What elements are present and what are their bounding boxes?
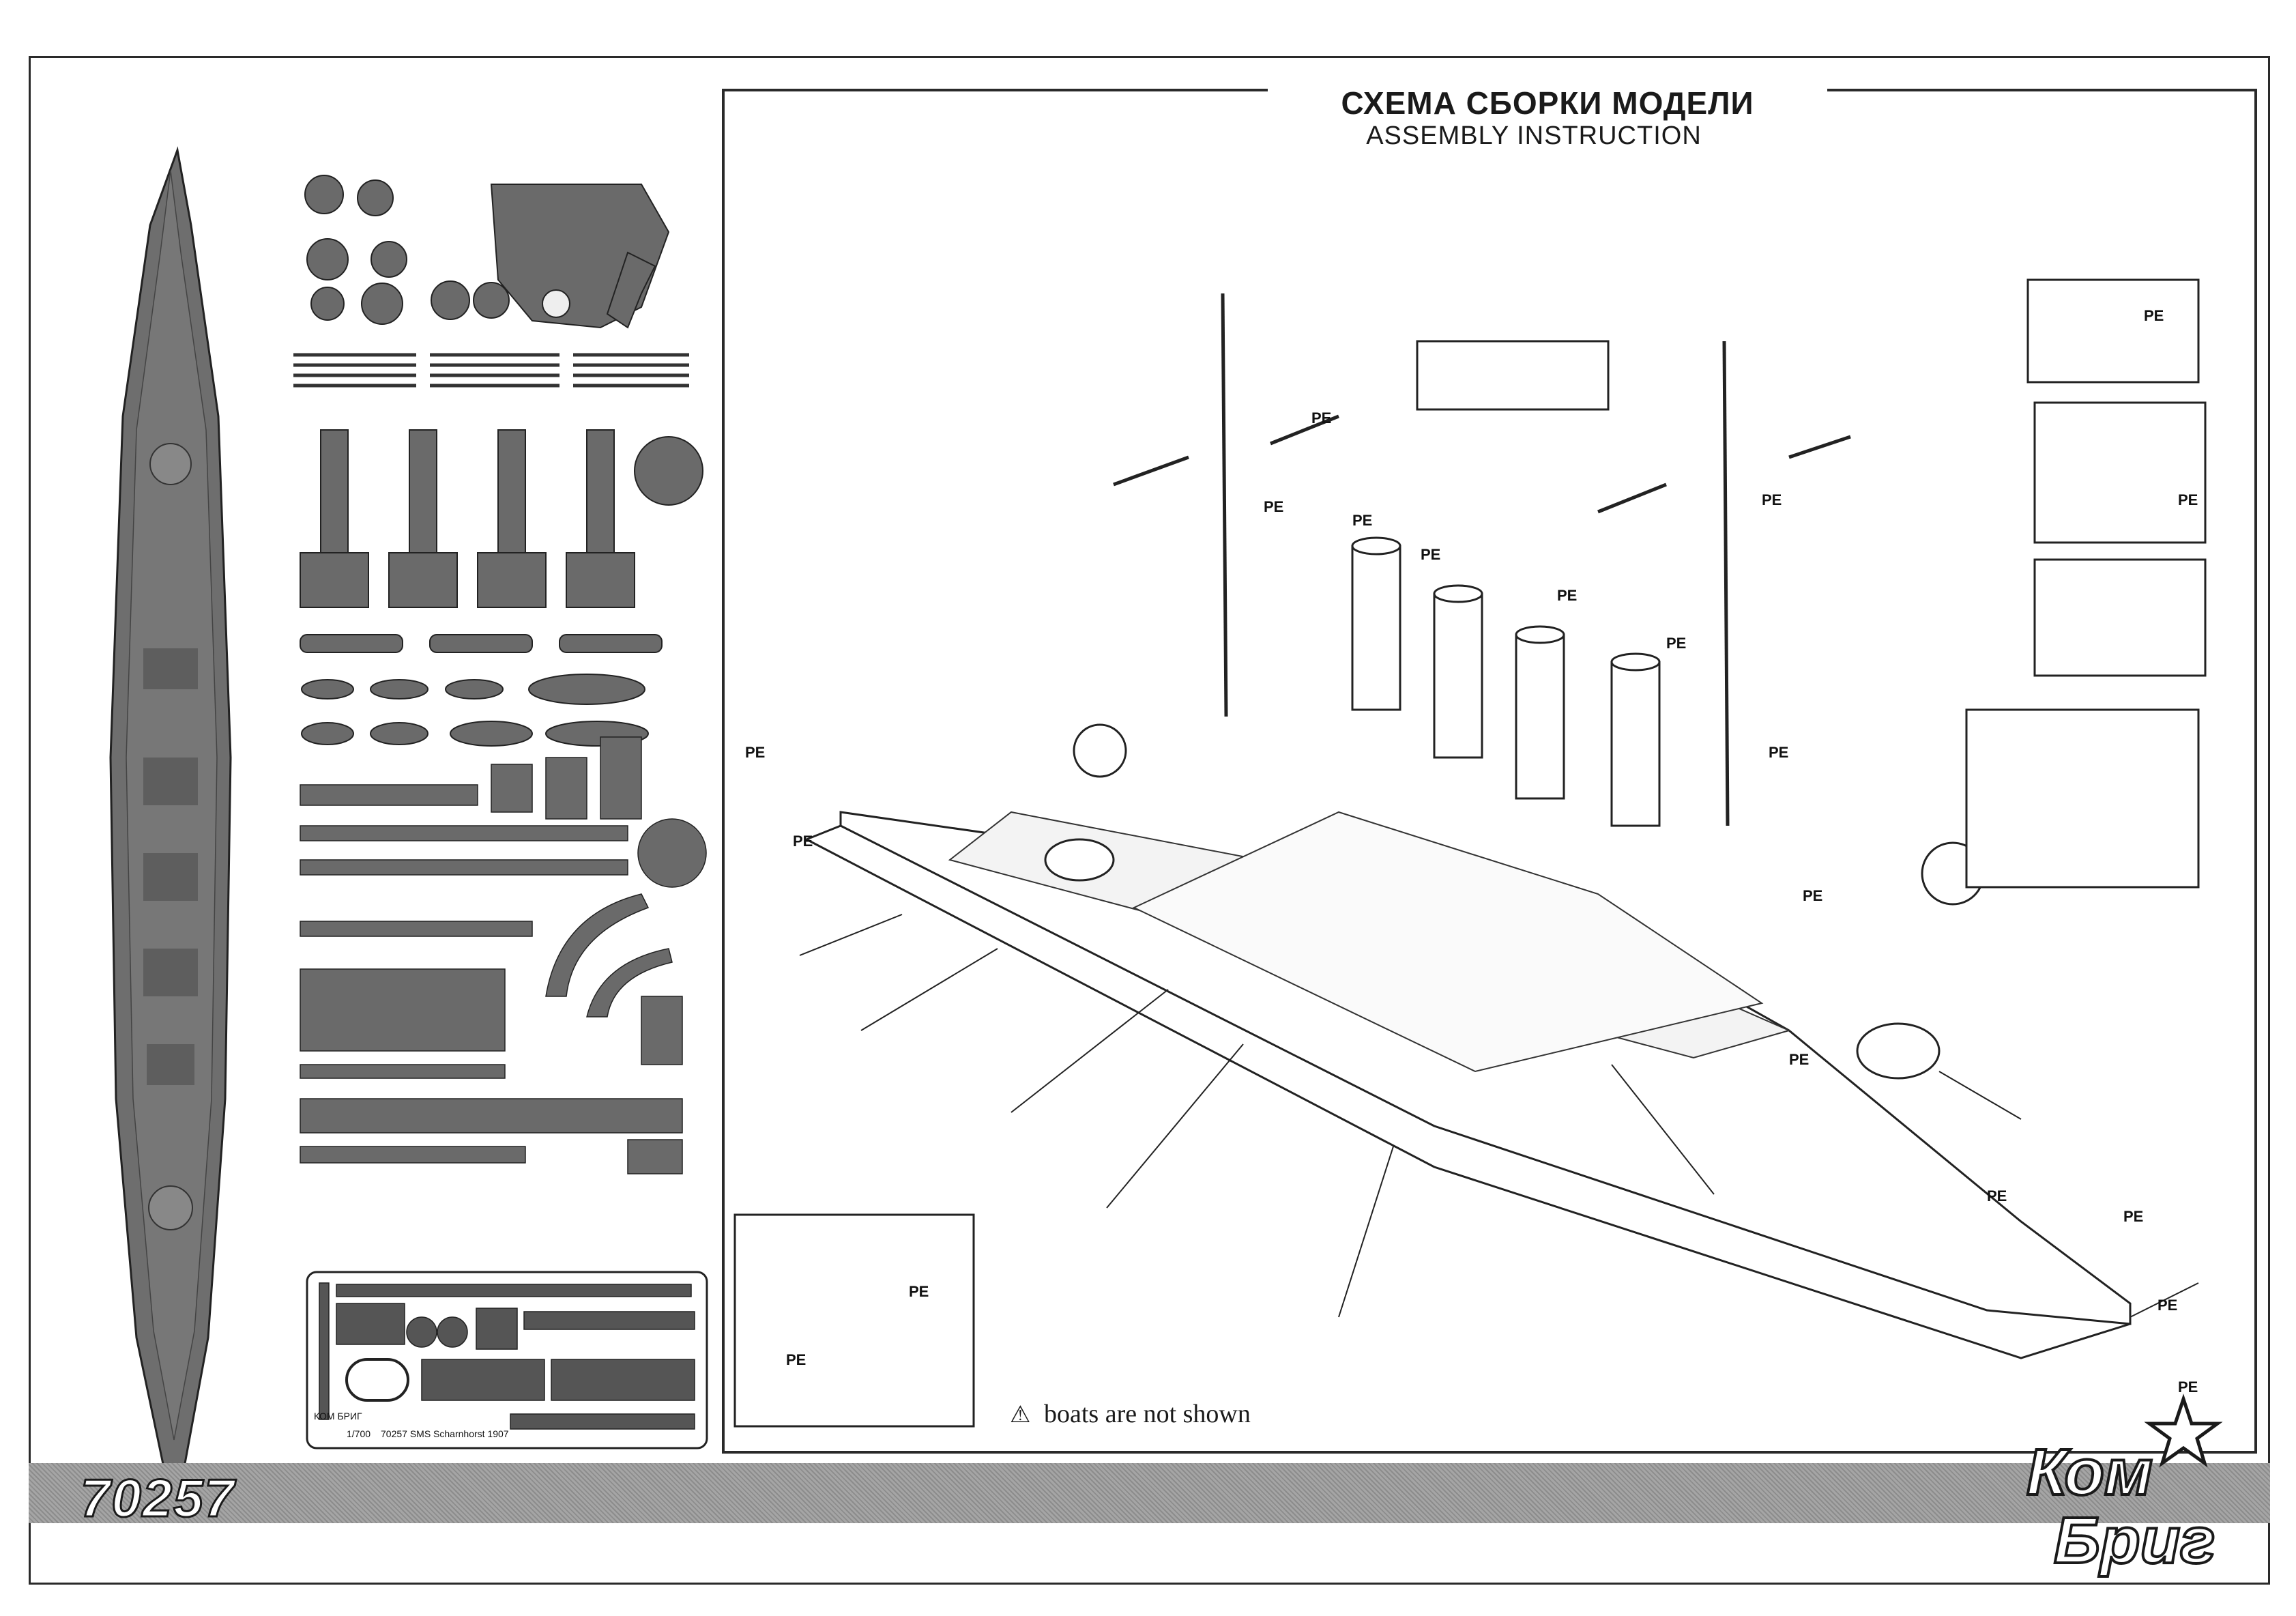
warning-triangle-icon: ⚠ [1010, 1401, 1031, 1428]
photo-etch-fret: 1/700 70257 SMS Scharnhorst 1907 КОМ БРИ… [306, 1271, 708, 1449]
boats-note-text: boats are not shown [1043, 1400, 1251, 1428]
pe-callout: PE [2144, 307, 2164, 324]
title-russian: СХЕМА СБОРКИ МОДЕЛИ [1268, 85, 1827, 121]
fret-brand-mark: КОМ БРИГ [314, 1411, 362, 1422]
pe-callout: PE [1666, 635, 1686, 652]
hull-top-view [109, 146, 232, 1469]
logo-line-2: Бриг [2054, 1504, 2215, 1577]
pe-callout: PE [1557, 587, 1577, 604]
pe-callout: PE [786, 1351, 806, 1368]
pe-callout: PE [2123, 1208, 2143, 1225]
pe-callout: PE [2157, 1297, 2177, 1314]
pe-callout: PE [909, 1283, 929, 1300]
pe-callout: PE [1789, 1051, 1809, 1068]
product-code: 70257 [80, 1467, 235, 1529]
pe-callout: PE [745, 744, 765, 761]
pe-callout: PE [2178, 491, 2198, 508]
sheet-border [29, 56, 2270, 1585]
pe-callout: PE [1803, 887, 1822, 904]
pe-callout: PE [2178, 1379, 2198, 1396]
star-icon [2144, 1394, 2223, 1468]
title-english: ASSEMBLY INSTRUCTION [1366, 121, 1702, 150]
logo-line-1: Ком [2026, 1436, 2153, 1509]
fret-scale: 1/700 [347, 1428, 370, 1439]
pe-callout: PE [1769, 744, 1788, 761]
footer-band [29, 1463, 2270, 1523]
fret-caption: 70257 SMS Scharnhorst 1907 [381, 1428, 509, 1439]
pe-callout: PE [1352, 512, 1372, 529]
pe-callout: PE [1264, 498, 1283, 515]
parts-sprue [293, 175, 707, 1174]
pe-callout: PE [1762, 491, 1782, 508]
kombrig-logo: Ком Бриг [2025, 1394, 2223, 1578]
assembly-diagram: PE PE PE PE PE PE PE PE PE PE PE PE PE P… [733, 278, 2207, 1428]
pe-callout: PE [1421, 546, 1440, 563]
pe-callout: PE [1311, 409, 1331, 427]
pe-callout: PE [793, 833, 813, 850]
pe-callout: PE [1987, 1187, 2007, 1204]
boats-note: ⚠ boats are not shown [1010, 1399, 1251, 1429]
